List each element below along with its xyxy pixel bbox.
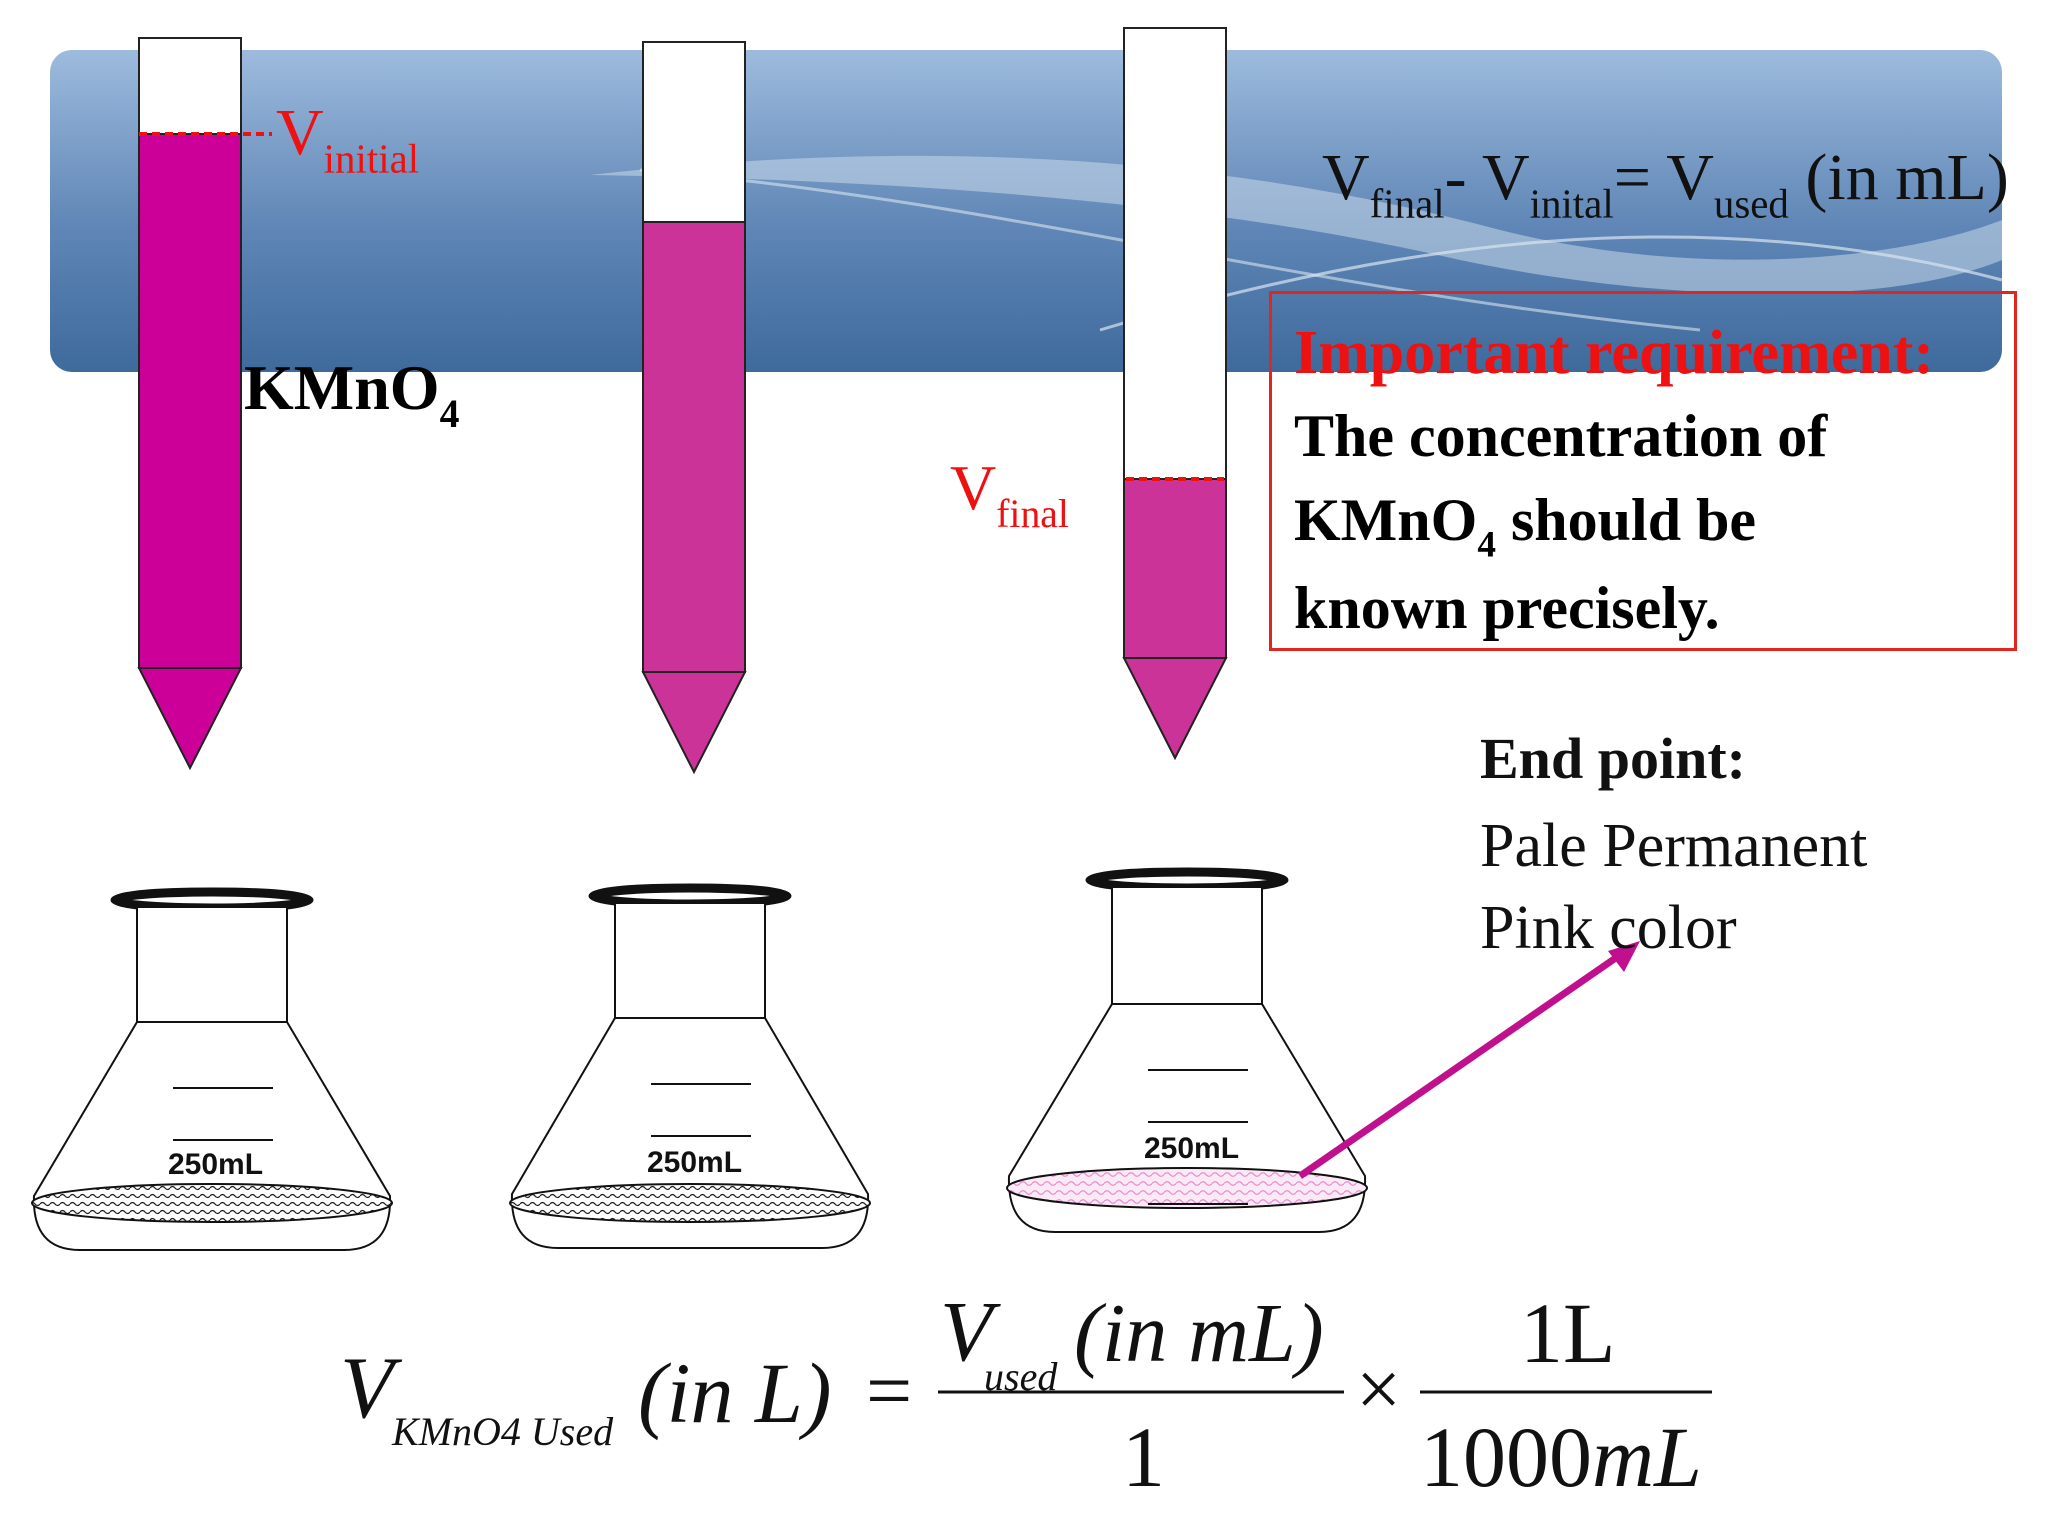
kmno4-label: KMnO4 <box>244 352 460 436</box>
endpoint-text-line-1: Pale Permanent <box>1480 812 1868 880</box>
formula-fraction-1-numerator-unit: (in mL) <box>1074 1287 1324 1380</box>
endpoint-pointer-arrow <box>1298 941 1640 1179</box>
formula-fraction-2-numerator: 1L <box>1520 1285 1616 1381</box>
flask-3-endpoint <box>1006 867 1368 1233</box>
formula-times-sign: × <box>1356 1346 1402 1434</box>
requirement-text-line-2: KMnO4 should be <box>1294 487 1757 566</box>
requirement-text-line-3: known precisely. <box>1294 575 1720 641</box>
formula-fraction-1-numerator-subscript: used <box>984 1354 1058 1399</box>
burette-initial <box>137 37 272 771</box>
flask-1 <box>31 887 393 1251</box>
formula-equals-sign: = <box>866 1345 913 1436</box>
endpoint-text-line-2: Pink color <box>1480 894 1737 962</box>
flask-3-volume-label: 250mL <box>1144 1132 1240 1165</box>
burette-middle <box>641 41 747 775</box>
v-initial-label: Vinitial <box>276 96 420 182</box>
requirement-title: Important requirement: <box>1294 319 1935 387</box>
flask-1-volume-label: 250mL <box>168 1148 264 1181</box>
endpoint-title: End point: <box>1480 726 1746 791</box>
v-final-label: Vfinal <box>950 452 1069 536</box>
formula-fraction-2-denominator: 1000mL <box>1420 1409 1702 1505</box>
formula-fraction-1-numerator-variable: V <box>940 1283 993 1379</box>
formula-lhs-variable: V <box>340 1340 394 1437</box>
formula-fraction-1-denominator: 1 <box>1122 1409 1165 1505</box>
flask-2-volume-label: 250mL <box>647 1146 743 1179</box>
important-requirement-box: Important requirement: The concentration… <box>1269 291 2017 651</box>
formula-lhs-subscript: KMnO4 Used <box>392 1409 614 1454</box>
burette-final <box>1122 27 1228 761</box>
requirement-text-line-1: The concentration of <box>1294 403 1828 469</box>
formula-lhs-unit: (in L) <box>638 1345 832 1441</box>
volume-used-formula: Vfinal- Vinital= Vused (in mL) <box>1322 141 2009 227</box>
flask-2 <box>509 883 871 1249</box>
